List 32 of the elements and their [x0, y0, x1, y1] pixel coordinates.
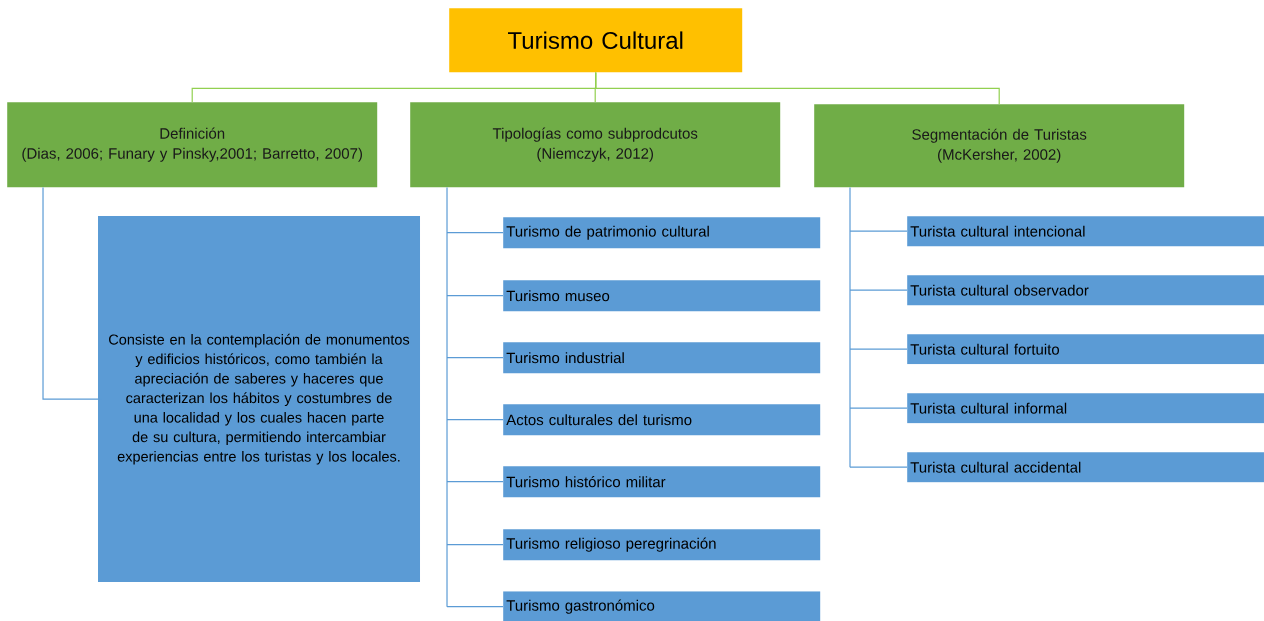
- connector-line: [849, 407, 908, 409]
- connector-line: [446, 419, 504, 421]
- list-box: Actos culturales del turismo: [503, 404, 821, 436]
- connector-line: [446, 186, 448, 608]
- connector-line: [446, 295, 504, 297]
- connector-line: [446, 481, 504, 483]
- category-box: Tipologías como subprodcutos (Niemczyk, 2012): [410, 102, 781, 188]
- connector-line: [446, 544, 504, 546]
- title-box: Turismo Cultural: [449, 8, 743, 73]
- connector-line: [849, 230, 908, 232]
- list-box: Turista cultural fortuito: [907, 334, 1264, 365]
- list-box: Turista cultural observador: [907, 275, 1264, 306]
- connector-line: [849, 289, 908, 291]
- list-box: Turismo gastronómico: [503, 591, 821, 621]
- connector-line: [849, 348, 908, 350]
- connector-line: [849, 186, 851, 468]
- list-box: Turista cultural intencional: [907, 216, 1264, 247]
- connector-line: [595, 71, 1000, 105]
- connector-line: [446, 232, 504, 234]
- list-box: Turismo religioso peregrinación: [503, 529, 821, 561]
- list-box: Turismo de patrimonio cultural: [503, 217, 821, 249]
- category-box: Segmentación de Turistas (McKersher, 2002): [814, 104, 1185, 188]
- list-box: Turismo histórico militar: [503, 466, 821, 498]
- connector-line: [849, 466, 908, 468]
- list-box: Turismo industrial: [503, 342, 821, 374]
- description-box: Consiste en la contemplación de monumentos y edificios históricos, como también la apreciación de saberes y haceres que caracterizan los hábitos y costumbres de una localidad y los cuales hacen parte de su cultura, permitiendo intercambiar experiencias entre los turistas y los locales.: [98, 216, 420, 582]
- category-box: Definición (Dias, 2006; Funary y Pinsky,2001; Barretto, 2007): [7, 102, 378, 188]
- list-box: Turista cultural informal: [907, 393, 1264, 424]
- connector-line: [446, 357, 504, 359]
- list-box: Turismo museo: [503, 280, 821, 312]
- list-box: Turista cultural accidental: [907, 452, 1264, 483]
- connector-line: [446, 606, 504, 608]
